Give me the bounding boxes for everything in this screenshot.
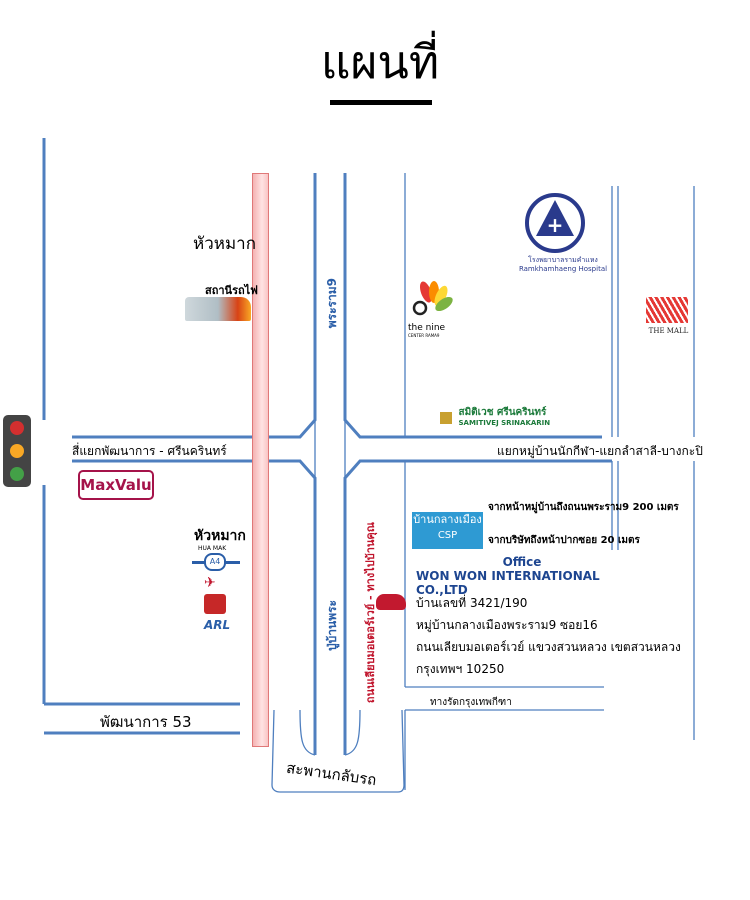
office-heading: Office: [502, 555, 542, 569]
samitivej-name-en: SAMITIVEJ SRINAKARIN: [458, 419, 551, 427]
hospital-name-th: โรงพยาบาลรามคำแหง: [528, 256, 598, 264]
the-nine-sub: CENTER RAMA9: [408, 333, 440, 338]
traffic-light-green: [10, 467, 24, 481]
label-bkk-route: ทางรัดกรุงเทพกีฑา: [430, 697, 512, 708]
label-hua-mak-arl: หัวหมาก: [194, 528, 246, 544]
hospital-logo-ring: [525, 193, 585, 253]
samitivej-name-th: สมิติเวช ศรีนครินทร์: [458, 407, 547, 418]
the-mall-stripes-icon: [646, 297, 688, 323]
title-underline: [330, 100, 432, 105]
road-rama9-lower-right: [343, 459, 612, 755]
label-right-road: แยกหมู่บ้านนักกีฬา-แยกลำสาลี-บางกะปิ: [497, 444, 703, 458]
direction-line-1: จากหน้าหมู่บ้านถึงถนนพระราม9 200 เมตร: [488, 502, 679, 513]
company-name: WON WON INTERNATIONAL CO.,LTD: [416, 569, 600, 597]
village-sub: CSP: [437, 530, 458, 541]
label-hua-mak-en: HUA MAK: [198, 545, 227, 552]
hospital-name-en: Ramkhamhaeng Hospital: [518, 265, 608, 273]
road-rama9-lower-left: [72, 459, 317, 755]
railway-line: [252, 173, 269, 747]
u-turn-outline: [271, 709, 405, 793]
direction-line-2: จากบริษัทถึงหน้าปากซอย 20 เมตร: [488, 535, 640, 546]
traffic-light-yellow: [10, 444, 24, 458]
label-red-road: ถนนเลียบมอเตอร์เวย์ - ทางไปบ้านคุณ: [364, 522, 377, 704]
traffic-light-icon: [3, 415, 31, 487]
samitivej-cross-icon: [440, 412, 452, 424]
label-pattanakarn53: พัฒนาการ 53: [100, 713, 192, 731]
hospital-logo-triangle: [536, 200, 574, 236]
samitivej-logo: สมิติเวช ศรีนครินทร์ SAMITIVEJ SRINAKARI…: [440, 408, 550, 428]
hospital-name: โรงพยาบาลรามคำแหง Ramkhamhaeng Hospital: [508, 256, 618, 274]
office-heading-block: Office WON WON INTERNATIONAL CO.,LTD: [416, 555, 628, 597]
train-icon: [185, 297, 251, 321]
village-logo: บ้านกลางเมือง CSP: [412, 512, 483, 549]
label-srinakarin-intersection: สี่แยกพัฒนาการ - ศรีนครินทร์: [72, 444, 227, 458]
the-mall-logo: THE MALL: [646, 297, 691, 339]
label-hua-mak: หัวหมาก: [193, 234, 257, 254]
map-title: แผนที่: [320, 35, 440, 89]
road-rama9-upper-right: [343, 173, 602, 439]
the-nine-leaves-icon: [412, 281, 453, 316]
label-rama9-lower: ปู่บ้านพระ: [325, 600, 339, 651]
road-rama9-upper-left: [72, 173, 317, 439]
the-nine-text: the nine: [408, 323, 446, 333]
arl-station-badge: A4: [204, 553, 226, 571]
arl-label: ARL: [204, 618, 231, 632]
u-turn-bridge: [299, 709, 361, 756]
address-line: ถนนเลียบมอเตอร์เวย์ แขวงสวนหลวง เขตสวนหล…: [416, 640, 681, 654]
the-nine-logo: the nine CENTER RAMA9: [408, 278, 458, 338]
label-rama9: พระราม9: [325, 278, 339, 329]
address-line: กรุงเทพฯ 10250: [416, 662, 505, 676]
the-mall-text: THE MALL: [648, 327, 689, 335]
office-address: บ้านเลขที่ 3421/190 หมู่บ้านกลางเมืองพระ…: [416, 592, 681, 680]
car-icon: [376, 594, 406, 610]
address-line: บ้านเลขที่ 3421/190: [416, 596, 528, 610]
label-train-station: สถานีรถไฟ: [205, 284, 258, 297]
traffic-light-red: [10, 421, 24, 435]
address-line: หมู่บ้านกลางเมืองพระราม9 ซอย16: [416, 618, 598, 632]
village-name: บ้านกลางเมือง: [413, 513, 482, 526]
airplane-icon: ✈: [204, 575, 216, 591]
arl-train-icon: [204, 594, 226, 614]
maxvalu-logo: MaxValu: [78, 470, 154, 500]
hospital-cross-icon: +: [546, 213, 564, 237]
